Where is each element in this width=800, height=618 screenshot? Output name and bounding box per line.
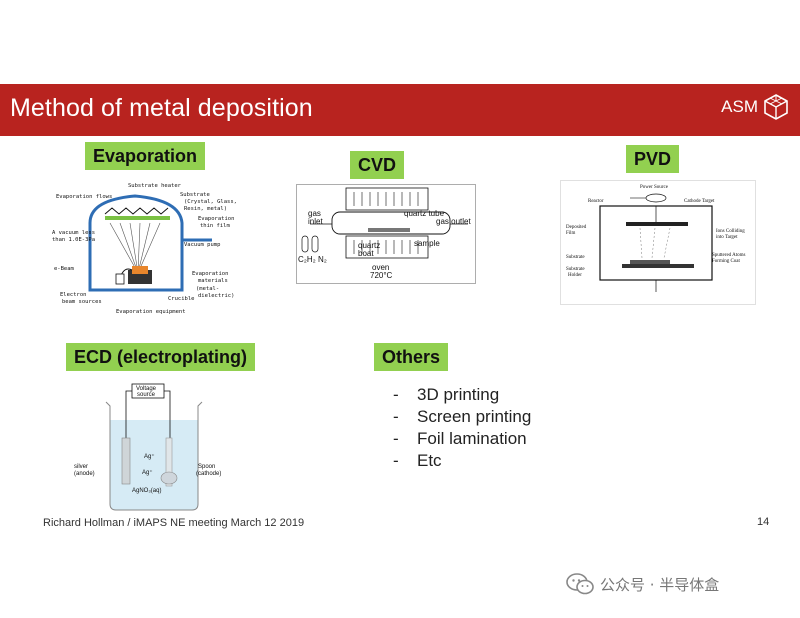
evap-substrate-types2: Resin, metal): [184, 206, 227, 212]
cvd-gas-inlet: gas: [308, 209, 321, 218]
cvd-oven: oven: [372, 263, 389, 272]
evap-substrate: Substrate: [180, 192, 210, 198]
evap-substrate-heater: Substrate heater: [128, 183, 182, 189]
pvd-film: Film: [566, 231, 576, 236]
others-list: -3D printing -Screen printing -Foil lami…: [393, 384, 531, 472]
ecd-label: ECD (electroplating): [66, 343, 256, 371]
pvd-label: PVD: [626, 145, 680, 173]
cvd-quartz-boat: quartz: [358, 241, 380, 250]
title-bar: Method of metal deposition ASM: [0, 84, 800, 136]
evap-thin-film2: thin film: [200, 223, 230, 229]
others-item-label: 3D printing: [417, 385, 500, 404]
evap-materials2: materials: [198, 278, 228, 284]
page-number: 14: [757, 516, 770, 528]
ecd-spoon: Spoon: [198, 464, 215, 470]
pvd-reactor: Reactor: [588, 199, 604, 204]
cvd-gas-outlet: gas outlet: [436, 217, 471, 226]
pvd-sputtered2: Forming Coat: [712, 259, 741, 264]
pvd-ions2: into Target: [716, 235, 738, 240]
ecd-anode: (anode): [74, 471, 95, 477]
logo-text: ASM: [721, 97, 758, 116]
pvd-power-source: Power Source: [640, 185, 669, 190]
pvd-substrate: Substrate: [566, 255, 585, 260]
ecd-voltage: Voltage: [136, 386, 157, 392]
cvd-oven-temp: 720°C: [370, 271, 393, 280]
pvd-diagram: Power Source Reactor Cathode Target Depo…: [560, 180, 756, 305]
evaporation-diagram: Substrate heater Evaporation flows Subst…: [50, 178, 255, 320]
ecd-silver: silver: [74, 464, 88, 470]
asm-logo: ASM: [721, 94, 788, 120]
list-item: -3D printing: [393, 385, 500, 404]
evap-vacuum2: than 1.0E-3Pa: [52, 237, 95, 243]
ecd-ag-plus-1: Ag⁺: [144, 453, 155, 460]
asm-cube-icon: [764, 94, 788, 120]
others-item-label: Etc: [417, 451, 442, 470]
pvd-holder: Substrate: [566, 267, 585, 272]
evap-vacuum-pump: Vacuum pump: [184, 242, 220, 248]
evap-metal2: dielectric): [198, 293, 234, 299]
list-item: -Foil lamination: [393, 429, 527, 448]
evap-e-beam: e-Beam: [54, 266, 75, 272]
footer-text: Richard Hollman / iMAPS NE meeting March…: [43, 517, 305, 529]
evap-substrate-types: (Crystal, Glass,: [184, 199, 237, 205]
evap-beam-sources: beam sources: [62, 299, 102, 305]
cvd-quartz-tube: quartz tube: [404, 209, 445, 218]
pvd-cathode-target: Cathode Target: [684, 199, 715, 204]
watermark-text: 公众号 · 半导体盒: [600, 575, 720, 594]
pvd-deposited: Deposited: [566, 225, 587, 230]
ecd-cathode: (cathode): [196, 471, 221, 477]
list-item: -Etc: [393, 451, 442, 470]
evap-metal: (metal-: [196, 286, 219, 292]
wechat-watermark: 公众号 · 半导体盒: [566, 573, 719, 595]
evaporation-label: Evaporation: [85, 142, 206, 170]
ecd-ag-plus-2: Ag⁺: [142, 469, 153, 476]
cvd-sample: sample: [414, 239, 440, 248]
evap-electron: Electron: [60, 292, 87, 298]
others-item-label: Foil lamination: [417, 429, 527, 448]
cvd-quartz-boat2: boat: [358, 249, 374, 258]
evap-flows: Evaporation flows: [56, 194, 112, 200]
others-item-label: Screen printing: [417, 407, 532, 426]
list-item: -Screen printing: [393, 407, 532, 426]
ecd-diagram: Voltage source silver (anode) Spoon (cat…: [70, 378, 228, 512]
evap-vacuum: A vacuum less: [52, 230, 95, 236]
cvd-label: CVD: [350, 151, 405, 179]
pvd-ions: Ions Colliding: [716, 229, 745, 234]
evap-thin-film: Evaporation: [198, 216, 234, 222]
cvd-gases: C₂H₂ N₂: [298, 255, 327, 264]
ecd-source: source: [137, 392, 156, 398]
evap-crucible: Crucible: [168, 296, 195, 302]
cvd-gas-inlet2: inlet: [308, 217, 323, 226]
others-label: Others: [374, 343, 449, 371]
slide-title: Method of metal deposition: [10, 94, 313, 122]
pvd-sputtered: Sputtered Atoms: [712, 253, 746, 258]
evap-equipment: Evaporation equipment: [116, 309, 186, 315]
evap-materials: Evaporation: [192, 271, 228, 277]
cvd-diagram: quartz tube gas inlet gas outlet quartz …: [296, 184, 476, 284]
wechat-icon: [566, 573, 594, 595]
pvd-holder2: Holder: [568, 273, 582, 278]
ecd-electrolyte: AgNO₃(aq): [132, 488, 161, 494]
